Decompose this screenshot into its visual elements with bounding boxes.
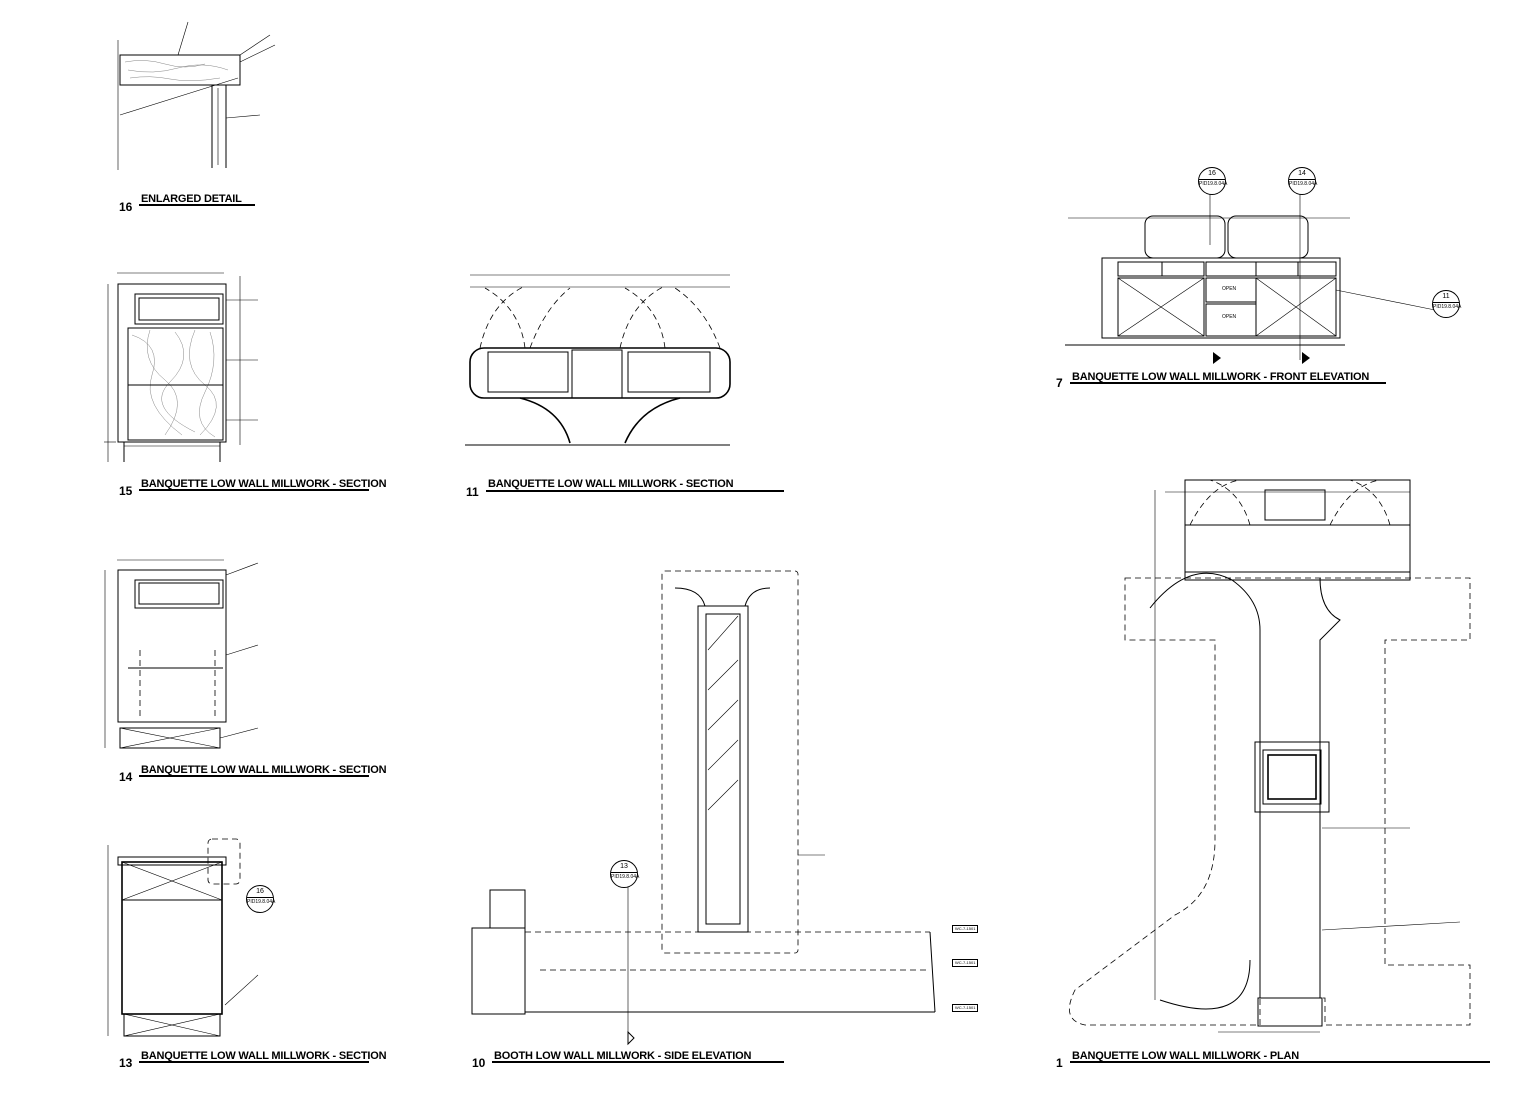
view-title-16: ENLARGED DETAIL [141, 193, 242, 205]
callout-sheet: PID19.8.04A [611, 872, 640, 880]
callout-sheet: PID19.8.04A [1433, 302, 1462, 310]
title-rule-16 [139, 204, 255, 206]
view-number-1: 1 [1056, 1056, 1063, 1070]
material-tag: WC-7-1501 [952, 959, 979, 967]
section-14-linework [104, 559, 259, 749]
callout-number: 16 [256, 888, 264, 895]
detail-callout-16[interactable]: 16 PID19.8.04A [246, 885, 276, 913]
title-rule-1 [1070, 1061, 1490, 1063]
section-callout-11[interactable]: 11 PID19.8.04A [1432, 290, 1462, 318]
elevation-7-linework [1065, 185, 1436, 364]
view-title-1: BANQUETTE LOW WALL MILLWORK - PLAN [1072, 1050, 1300, 1062]
view-number-16: 16 [119, 200, 133, 214]
view-title-15: BANQUETTE LOW WALL MILLWORK - SECTION [141, 478, 387, 490]
callout-number: 13 [620, 863, 628, 870]
view-number-15: 15 [119, 484, 133, 498]
section-callout-16[interactable]: 16 PID19.8.04A [1198, 167, 1228, 195]
section-callout-13[interactable]: 13 PID19.8.04A [610, 860, 640, 888]
section-11-linework [465, 274, 731, 446]
view-title-10: BOOTH LOW WALL MILLWORK - SIDE ELEVATION [494, 1050, 752, 1062]
callout-sheet: PID19.8.04A [247, 897, 276, 905]
elevation-10-linework [471, 570, 936, 1046]
callout-sheet: PID19.8.04A [1199, 179, 1228, 187]
title-rule-14 [139, 775, 369, 777]
view-title-14: BANQUETTE LOW WALL MILLWORK - SECTION [141, 764, 387, 776]
drawer-label-open: OPEN [1222, 314, 1237, 320]
title-rule-10 [492, 1061, 784, 1063]
view-title-11: BANQUETTE LOW WALL MILLWORK - SECTION [488, 478, 734, 490]
callout-sheet: PID19.8.04A [1289, 179, 1318, 187]
view-number-14: 14 [119, 770, 133, 784]
view-title-7: BANQUETTE LOW WALL MILLWORK - FRONT ELEV… [1072, 371, 1370, 383]
title-rule-13 [139, 1061, 369, 1063]
title-rule-11 [486, 490, 784, 492]
view-number-11: 11 [466, 485, 479, 499]
section-15-linework [104, 272, 258, 462]
drawer-label-open: OPEN [1222, 286, 1237, 292]
view-number-7: 7 [1056, 376, 1063, 390]
callout-number: 14 [1298, 170, 1306, 177]
callout-number: 16 [1208, 170, 1216, 177]
section-13-linework [107, 838, 259, 1037]
title-rule-15 [139, 489, 369, 491]
callout-number: 11 [1442, 293, 1450, 300]
detail-16-linework [117, 21, 276, 170]
view-number-13: 13 [119, 1056, 133, 1070]
plan-1-linework [1068, 479, 1471, 1033]
section-callout-14[interactable]: 14 PID19.8.04A [1288, 167, 1318, 195]
view-number-10: 10 [472, 1056, 486, 1070]
material-tag: WC-7-1501 [952, 1004, 979, 1012]
title-rule-7 [1070, 382, 1386, 384]
material-tag: WC-7-1501 [952, 925, 979, 933]
view-title-13: BANQUETTE LOW WALL MILLWORK - SECTION [141, 1050, 387, 1062]
